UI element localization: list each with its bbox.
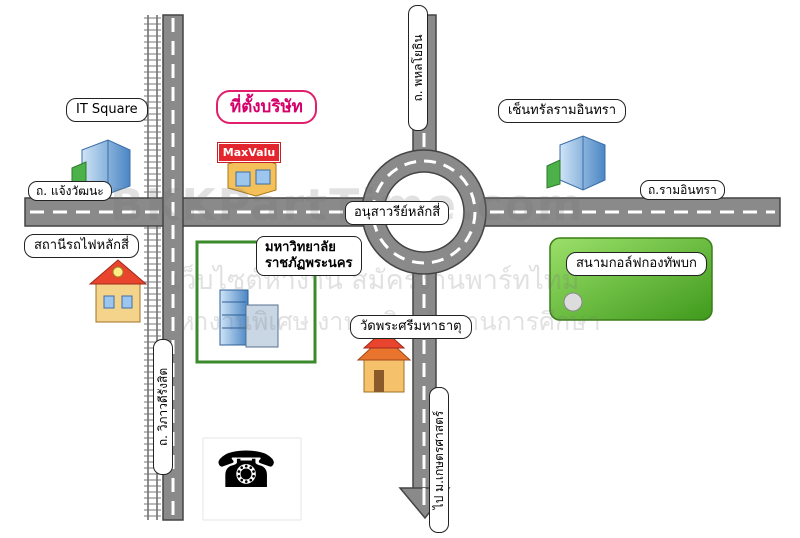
shop-building-icon xyxy=(227,155,277,197)
place-label-monument: อนุสาวรีย์หลักสี่ xyxy=(345,201,450,225)
telephone-box xyxy=(202,437,302,521)
company-location-label: ที่ตั้งบริษัท xyxy=(216,90,317,124)
railway-track xyxy=(144,15,161,520)
maxvalu-sign: MaxValu xyxy=(218,143,280,162)
telephone-icon: ☎ xyxy=(215,441,278,499)
road-label-chaeng-watthana: ถ. แจ้งวัฒนะ xyxy=(28,181,112,201)
place-label-it-square: IT Square xyxy=(66,98,148,122)
place-label-central-ramintra: เซ็นทรัลรามอินทรา xyxy=(498,99,627,123)
place-label-university: มหาวิทยาลัย ราชภัฏพระนคร xyxy=(256,236,362,276)
place-label-temple: วัดพระศรีมหาธาตุ xyxy=(350,315,472,339)
temple-building-icon xyxy=(356,329,412,393)
road-label-phahon-yothin: ถ. พหลโยธิน xyxy=(408,5,428,131)
office-building-icon xyxy=(546,135,606,191)
road-label-vibhavadi: ถ. วิภาวดีรังสิต xyxy=(153,339,173,475)
university-name-line2: ราชภัฏพระนคร xyxy=(265,256,353,271)
station-house-icon xyxy=(88,259,148,323)
golf-course-area xyxy=(549,237,713,321)
place-label-golf-course: สนามกอล์ฟกองทัพบก xyxy=(566,252,707,276)
place-label-station: สถานีรถไฟหลักสี่ xyxy=(24,234,139,258)
road-label-kaset-direction: ไป ม.เกษตรศาสตร์ xyxy=(429,387,449,533)
road-label-ram-intra: ถ.รามอินทรา xyxy=(640,180,725,200)
university-name-line1: มหาวิทยาลัย xyxy=(265,240,336,255)
